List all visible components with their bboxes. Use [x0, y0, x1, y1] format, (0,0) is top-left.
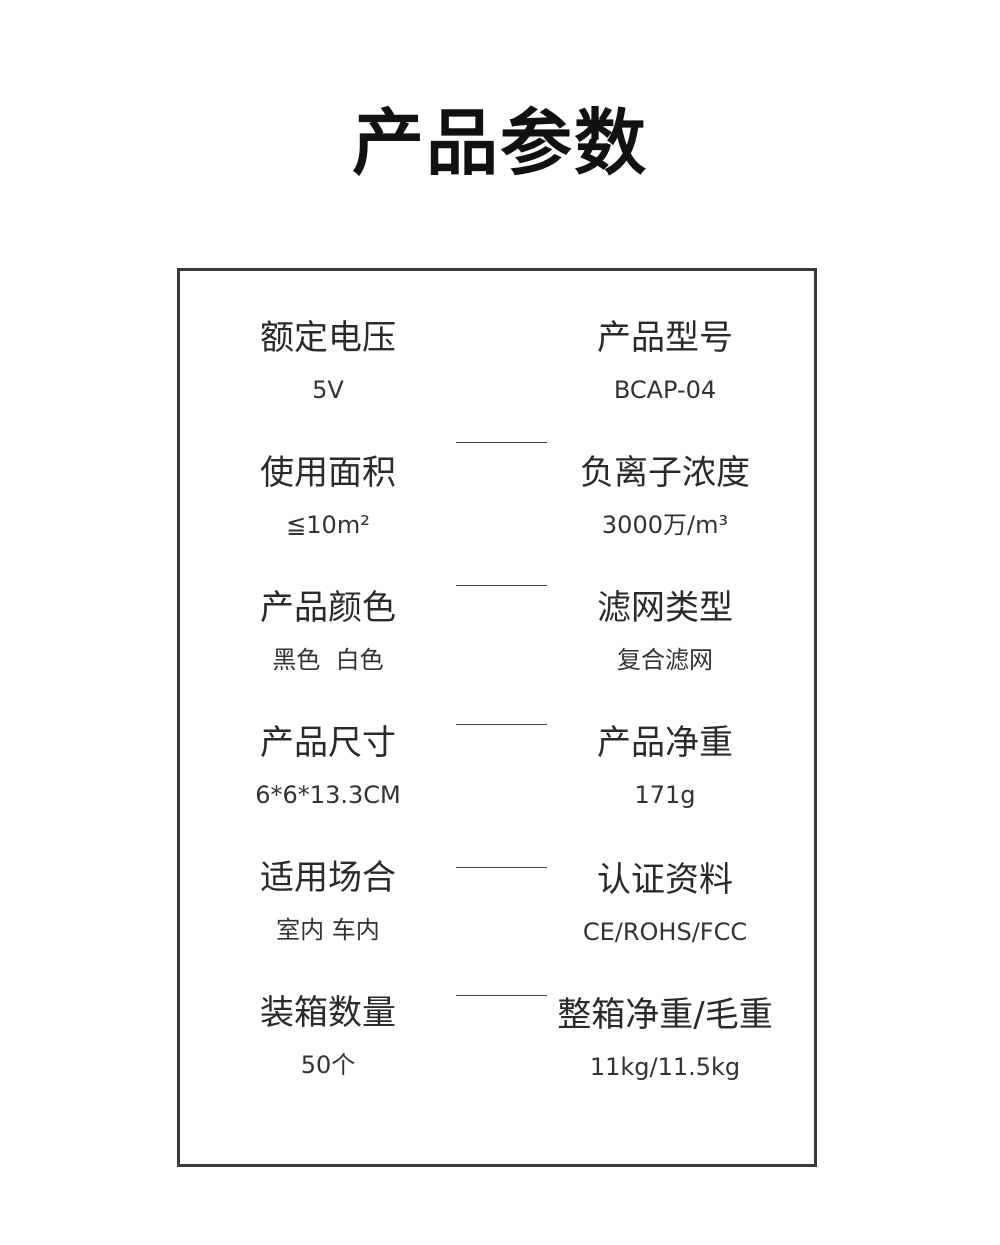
spec-value: 171g [634, 781, 696, 809]
row-divider [456, 585, 547, 586]
spec-label: 滤网类型 [597, 588, 733, 628]
spec-label: 产品尺寸 [260, 723, 396, 763]
spec-cell-rated-voltage: 额定电压 5V [168, 318, 488, 405]
spec-cell-model: 产品型号 BCAP-04 [505, 318, 825, 405]
spec-value: BCAP-04 [613, 376, 717, 404]
spec-value: 室内 车内 [276, 916, 380, 944]
spec-value: CE/ROHS/FCC [582, 918, 748, 946]
row-divider [456, 724, 547, 725]
spec-cell-size: 产品尺寸 6*6*13.3CM [168, 723, 488, 810]
spec-cell-carton-quantity: 装箱数量 50个 [168, 993, 488, 1080]
spec-label: 产品型号 [597, 318, 733, 358]
spec-cell-usage-area: 使用面积 ≦10m² [168, 453, 488, 540]
spec-cell-carton-weight: 整箱净重/毛重 11kg/11.5kg [505, 995, 825, 1082]
spec-label: 适用场合 [260, 858, 396, 898]
row-divider [456, 442, 547, 443]
spec-cell-filter-type: 滤网类型 复合滤网 [505, 588, 825, 675]
spec-cell-color: 产品颜色 黑色 白色 [168, 588, 488, 675]
spec-value: 复合滤网 [617, 646, 713, 674]
page-title: 产品参数 [351, 101, 648, 185]
spec-value: ≦10m² [286, 511, 370, 539]
spec-cell-certification: 认证资料 CE/ROHS/FCC [505, 860, 825, 947]
spec-label: 产品净重 [597, 723, 733, 763]
spec-value: 黑色 白色 [272, 646, 384, 674]
spec-label: 使用面积 [260, 453, 396, 493]
spec-label: 整箱净重/毛重 [557, 995, 773, 1035]
row-divider [456, 995, 547, 996]
spec-cell-net-weight: 产品净重 171g [505, 723, 825, 810]
row-divider [456, 867, 547, 868]
spec-table: 额定电压 5V 产品型号 BCAP-04 使用面积 ≦10m² 负离子浓度 30… [177, 268, 817, 1167]
spec-value: 50个 [300, 1051, 356, 1079]
spec-cell-applicable-places: 适用场合 室内 车内 [168, 858, 488, 945]
spec-cell-anion-concentration: 负离子浓度 3000万/m³ [505, 453, 825, 540]
spec-label: 认证资料 [597, 860, 733, 900]
spec-value: 11kg/11.5kg [589, 1053, 741, 1081]
spec-value: 3000万/m³ [601, 511, 729, 539]
spec-label: 装箱数量 [260, 993, 396, 1033]
spec-label: 负离子浓度 [580, 453, 750, 493]
spec-label: 额定电压 [260, 318, 396, 358]
spec-value: 5V [312, 376, 344, 404]
spec-label: 产品颜色 [260, 588, 396, 628]
spec-value: 6*6*13.3CM [255, 781, 401, 809]
